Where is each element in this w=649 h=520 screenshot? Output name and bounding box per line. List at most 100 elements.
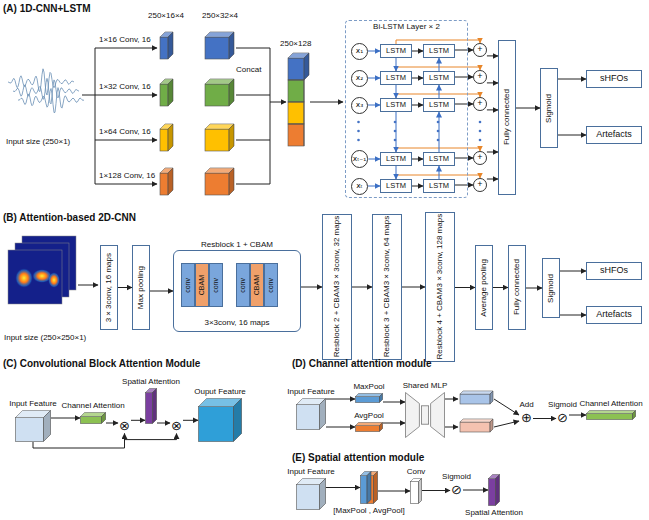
rect-shape xyxy=(460,422,490,432)
node-text: x₁ xyxy=(356,47,363,55)
circle-shape xyxy=(394,121,397,124)
ellipse-shape xyxy=(48,272,60,288)
process-box: LSTM xyxy=(423,152,455,166)
polygon-shape xyxy=(229,79,234,106)
connector xyxy=(560,315,586,316)
polygon-shape xyxy=(406,393,420,438)
process-box: Artefacts xyxy=(586,126,642,144)
g-shape xyxy=(8,69,84,113)
layer-box: conv xyxy=(264,263,278,307)
circle-shape xyxy=(357,139,360,142)
connector xyxy=(569,415,586,416)
rect-shape xyxy=(297,485,320,510)
line-shape xyxy=(95,140,157,141)
connector xyxy=(439,85,440,98)
eeg-waveform xyxy=(18,88,84,113)
connector xyxy=(455,158,473,159)
feature-map: Input Feature xyxy=(15,410,51,442)
operator-symbol: Sigmoid⊘ xyxy=(450,483,463,497)
polygon-shape xyxy=(168,79,173,106)
circle-shape xyxy=(479,139,482,142)
rect-shape xyxy=(297,405,320,430)
connector xyxy=(368,78,380,79)
node-text: Sigmoid xyxy=(545,94,554,123)
bilstm-container: Bi-LSTM Layer × 2x₁x₂x₃xₜ₋₁xₜLSTMLSTMLST… xyxy=(345,20,468,198)
annotation: 250×16×4 xyxy=(148,12,184,21)
text-group: conv xyxy=(238,278,248,293)
text-group: conv xyxy=(266,278,276,293)
node-text: conv xyxy=(184,278,192,293)
circle-node: x₂ xyxy=(351,70,368,87)
annotation: Concat xyxy=(236,66,261,75)
node-text: CBAM xyxy=(198,275,206,295)
text-group: LSTM xyxy=(429,101,449,109)
operator-symbol: Add⊕ xyxy=(520,411,533,425)
node-text: ⊘ xyxy=(557,411,568,425)
polygon-shape xyxy=(229,79,234,106)
rect-shape xyxy=(587,414,633,420)
node-text: Resblock 3 + CBAM xyxy=(383,286,392,358)
node-text: 3×3conv, 16 maps xyxy=(105,253,114,322)
connector xyxy=(378,491,410,492)
polygon-shape xyxy=(356,394,383,397)
process-box: LSTM xyxy=(423,71,455,85)
rect-shape xyxy=(460,394,490,404)
node-text: Channel Attention xyxy=(61,401,124,410)
node-text: + xyxy=(477,180,482,190)
node-text: LSTM xyxy=(386,101,406,109)
polygon-shape xyxy=(320,479,326,510)
node-text: LSTM xyxy=(386,155,406,163)
circle-shape xyxy=(479,130,482,133)
shape-outline xyxy=(488,474,500,506)
node-text: Spatial Attention xyxy=(465,508,523,517)
node-text: Sigmoid xyxy=(442,472,471,481)
text-group: xₜ₋₁ xyxy=(353,155,367,163)
polygon-shape xyxy=(374,472,378,504)
rect-shape xyxy=(205,129,229,151)
connector xyxy=(125,434,177,440)
connector xyxy=(487,179,498,180)
connector xyxy=(493,287,508,288)
polygon-shape xyxy=(419,479,422,504)
connector xyxy=(183,420,198,421)
polygon-shape xyxy=(380,423,383,432)
text-group: LSTM xyxy=(386,47,406,55)
text-group: + xyxy=(477,45,482,55)
polygon-shape xyxy=(419,479,422,504)
line-shape xyxy=(270,102,286,103)
rect-shape xyxy=(205,37,229,59)
polygon-shape xyxy=(356,423,383,426)
text-group: xₜ xyxy=(356,182,363,190)
annotation: 1×32 Conv, 16 xyxy=(99,83,151,92)
process-box: sHFOs xyxy=(586,262,642,280)
node-text: Fully connected xyxy=(513,259,522,315)
text-group: LSTM xyxy=(429,47,449,55)
feature-map: Input Feature xyxy=(296,478,326,510)
resblock-container: Resblock 1 + CBAM3×3conv, 16 mapsconvCBA… xyxy=(173,250,301,332)
circle-node: + xyxy=(473,43,487,57)
text-group: conv xyxy=(211,278,221,293)
node-text: Channel Attention xyxy=(579,399,642,408)
polygon-shape xyxy=(320,399,326,430)
layer-box: Resblock 3 + CBAM3×3conv, 64 maps xyxy=(372,214,402,359)
text-group: ⊘ xyxy=(557,411,568,425)
connector xyxy=(352,287,372,288)
polygon-shape xyxy=(288,123,304,124)
polygon-shape xyxy=(168,124,173,151)
text-group: sHFOs xyxy=(600,266,628,276)
feature-map: Spatial Attention xyxy=(488,474,500,506)
shape-outline xyxy=(198,398,242,442)
connector xyxy=(326,487,360,488)
node-text: Fully connected xyxy=(503,89,512,145)
node-text: Sigmoid xyxy=(548,400,577,409)
line-shape xyxy=(78,285,98,286)
polygon-shape xyxy=(304,80,305,102)
rect-shape xyxy=(160,173,168,195)
circle-node: xₜ₋₁ xyxy=(351,150,369,168)
polygon-shape xyxy=(380,394,383,403)
text-group: LSTM xyxy=(386,155,406,163)
shape-outline xyxy=(410,478,422,504)
line-shape xyxy=(95,95,157,96)
layer-box: Sigmoid xyxy=(540,68,558,148)
